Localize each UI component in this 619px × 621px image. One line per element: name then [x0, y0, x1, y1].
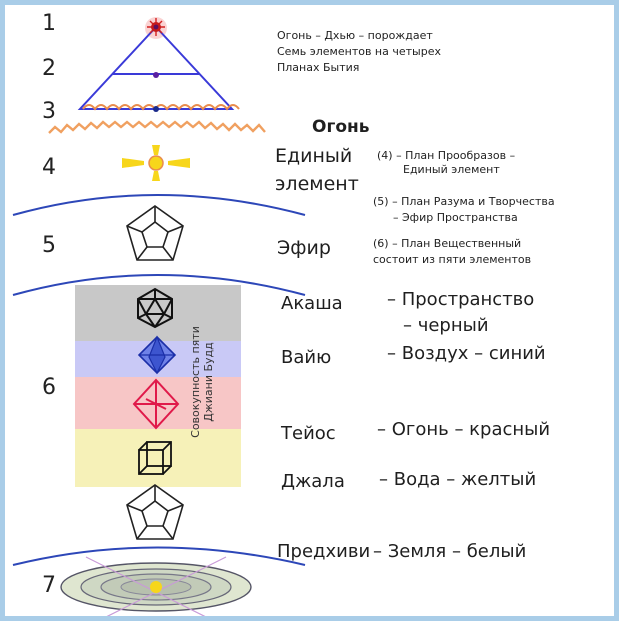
cube-jala [138, 441, 172, 475]
octahedron-teyos [132, 378, 180, 430]
diagram-sheet: 1 2 3 4 5 6 7 Огонь – Дхью – порождает С… [5, 5, 614, 616]
vertical-label: Совокупность пяти Джиани Будд [189, 326, 215, 438]
dodecahedron-earth [126, 484, 184, 540]
level-number-1: 1 [42, 11, 56, 36]
arc-separator-3 [12, 546, 306, 566]
vertical-label-line-2: Джиани Будд [202, 342, 215, 422]
level-number-5: 5 [42, 233, 56, 258]
element-desc-akasha: – Пространство [387, 289, 535, 310]
triangle-dot-3 [153, 106, 159, 112]
vertical-label-line-1: Совокупность пяти [189, 326, 202, 438]
diagram-artwork [12, 17, 306, 616]
level-number-7: 7 [42, 573, 56, 598]
plane-note-5-line-2: – Эфир Пространства [393, 211, 518, 224]
element-desc-predhivi: – Земля – белый [373, 541, 527, 562]
element-name-jala: Джала [281, 471, 345, 492]
element-name-vayu: Вайю [281, 347, 332, 368]
level-number-4: 4 [42, 155, 56, 180]
icosahedron-akasha [137, 287, 173, 329]
elliptic-rings [60, 556, 252, 616]
element-name-predhivi: Предхиви [277, 541, 371, 562]
level-number-6: 6 [42, 375, 56, 400]
fire-heading: Огонь [312, 117, 370, 137]
loop-band [82, 104, 240, 111]
plane-note-6-line-2: состоит из пяти элементов [373, 253, 532, 266]
element-desc-jala: – Вода – желтый [379, 469, 537, 490]
band-jala [75, 429, 241, 487]
plane-note-4-line-1: (4) – План Прообразов – [377, 149, 516, 162]
intro-line-2: Семь элементов на четырех [277, 45, 441, 58]
arc-separator-2 [12, 274, 306, 296]
element-desc-akasha-color: – черный [403, 315, 489, 336]
intro-line-1: Огонь – Дхью – порождает [277, 29, 433, 42]
plane-note-6-line-1: (6) – План Вещественный [373, 237, 522, 250]
level-number-2: 2 [42, 56, 56, 81]
intro-line-3: Планах Бытия [277, 61, 360, 74]
single-element-line-2: элемент [275, 173, 359, 195]
element-desc-teyos: – Огонь – красный [377, 419, 551, 440]
plane-note-5-line-1: (5) – План Разума и Творчества [373, 195, 555, 208]
dodecahedron-ether [126, 205, 184, 261]
plane-note-4-line-2: Единый элемент [403, 163, 500, 176]
yellow-cross [122, 145, 190, 181]
zigzag-arc [48, 120, 266, 134]
element-name-teyos: Тейос [281, 423, 336, 444]
apex-star [147, 18, 165, 36]
triangle-diagram [77, 26, 235, 110]
arc-separator-1 [12, 194, 306, 216]
octahedron-vayu [137, 335, 177, 375]
element-desc-vayu: – Воздух – синий [387, 343, 546, 364]
single-element-line-1: Единый [275, 145, 353, 167]
ether-label: Эфир [277, 237, 331, 259]
triangle-dot-2 [153, 72, 159, 78]
level-number-3: 3 [42, 99, 56, 124]
element-name-akasha: Акаша [281, 293, 343, 314]
